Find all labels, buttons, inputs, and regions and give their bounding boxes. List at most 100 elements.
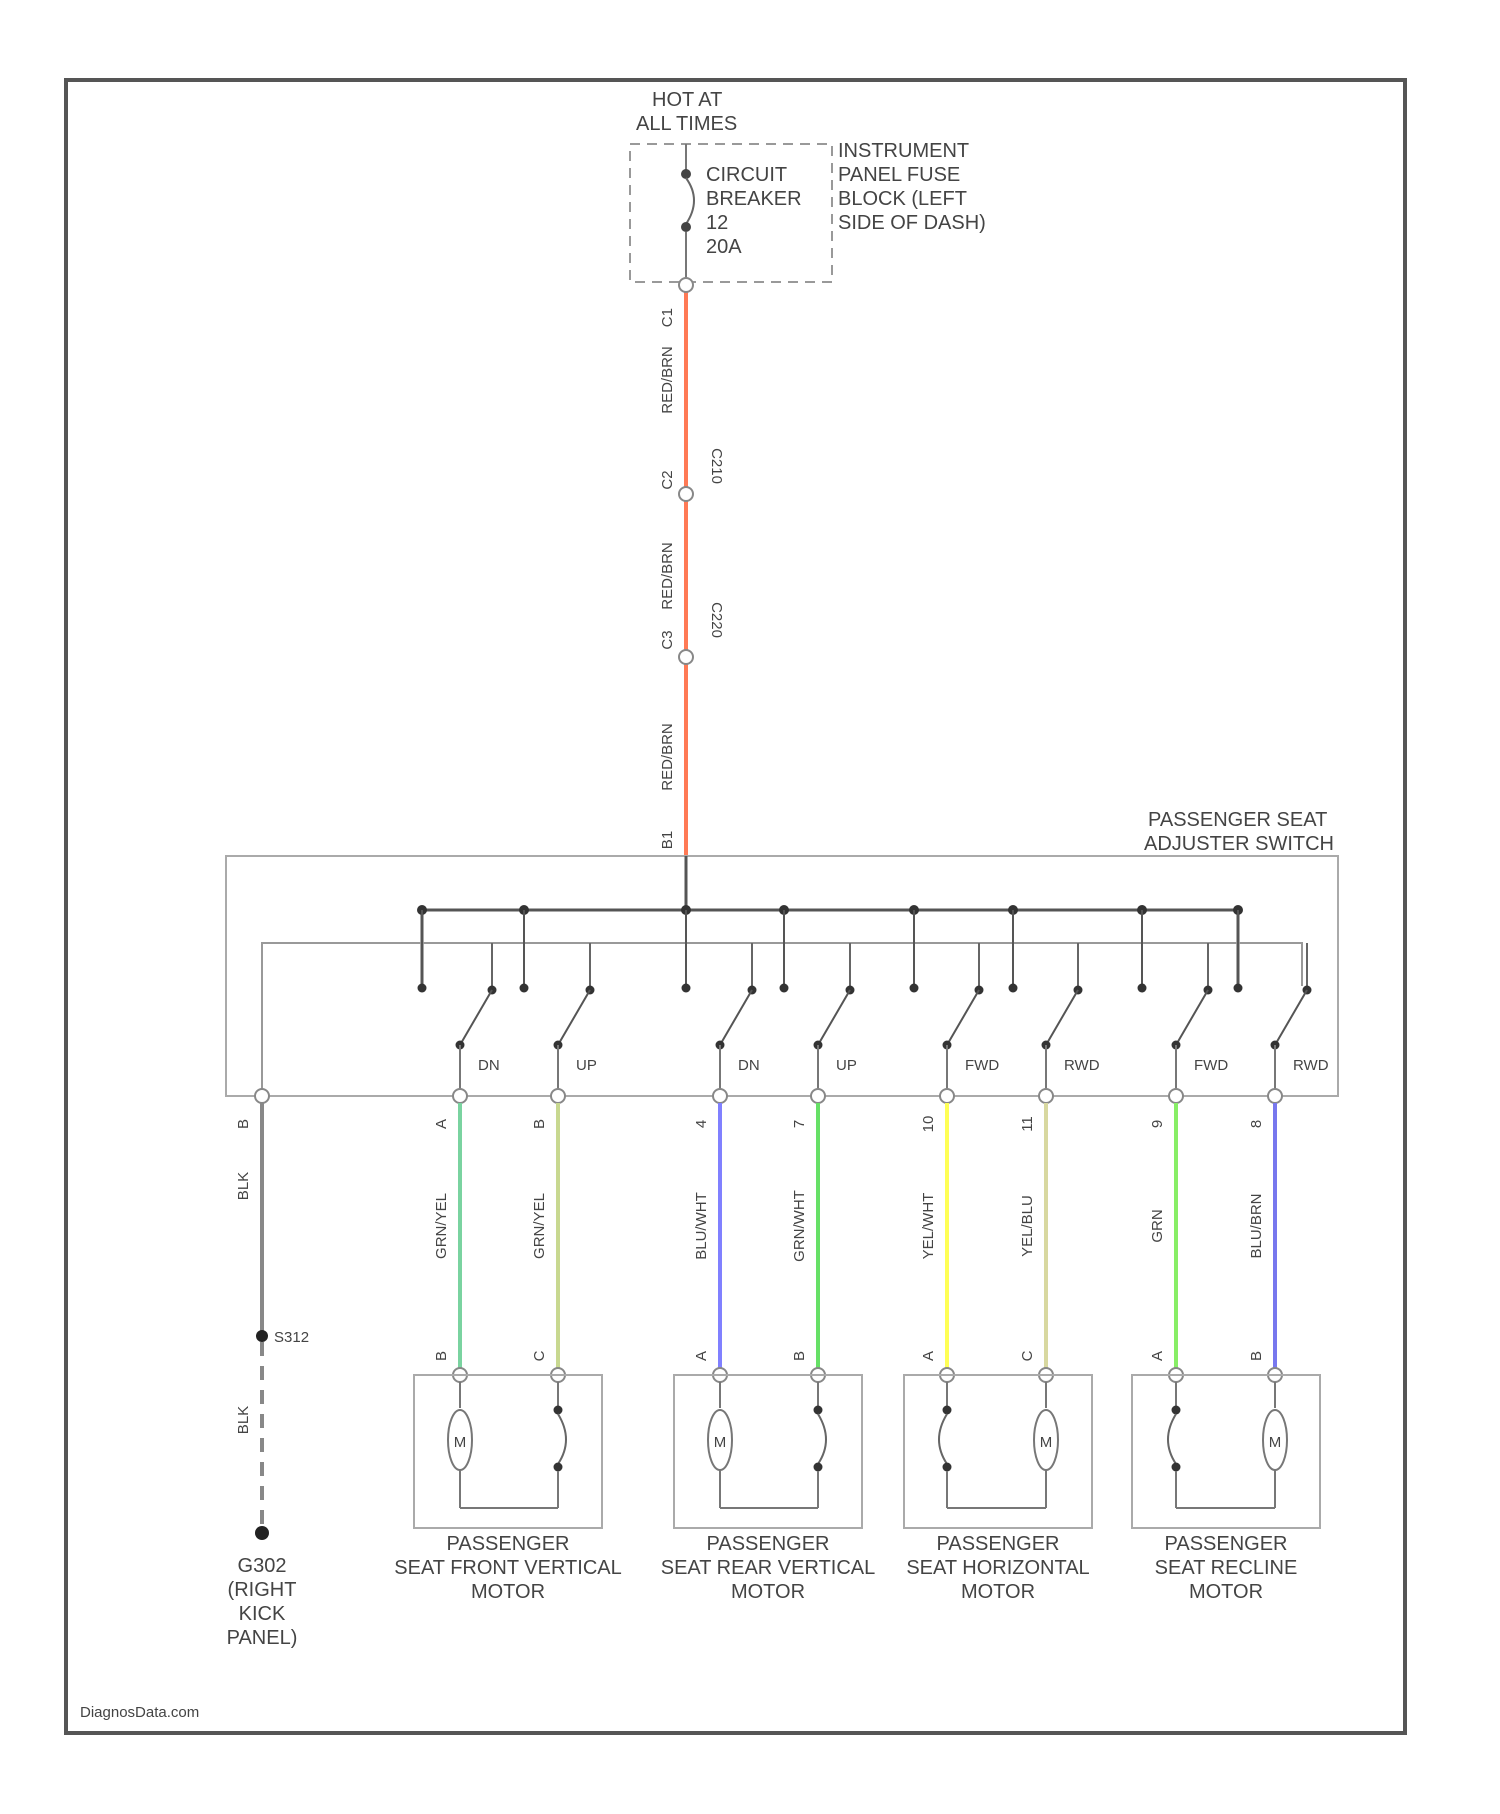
motor-label-1-2: SEAT FRONT VERTICAL — [394, 1557, 621, 1579]
motor-label-2-1: PASSENGER — [707, 1533, 830, 1555]
limit-switch-1 — [558, 1414, 566, 1464]
circuit-breaker-number: 12 — [706, 212, 728, 234]
circuit-breaker-label-2: BREAKER — [706, 188, 802, 210]
ground-label-2: (RIGHT — [228, 1579, 297, 1601]
bus-contact-5 — [909, 905, 919, 993]
switch-contact-4 — [811, 943, 855, 1103]
connector-label-c210: C210 — [708, 448, 725, 484]
ground-circuit: B BLK S312 BLK G302 (RIGHT KICK PANEL) — [227, 1089, 309, 1649]
diagram-border — [66, 80, 1405, 1733]
contact-label-3: DN — [738, 1057, 760, 1074]
bus-contact-6 — [1008, 905, 1018, 993]
ground-g302-symbol — [255, 1526, 269, 1540]
motor-m-label-3: M — [1040, 1434, 1053, 1451]
wire-color-code-5: YEL/WHT — [920, 1193, 937, 1260]
switch-contacts — [417, 905, 1312, 1103]
motor-pin-6: C — [1019, 1350, 1036, 1361]
power-source: HOT AT ALL TIMES CIRCUIT BREAKER 12 20A … — [630, 89, 986, 282]
motor-pin-5: A — [920, 1351, 937, 1361]
pin-label-c1: C1 — [659, 308, 676, 327]
motor-housing-3 — [904, 1375, 1092, 1528]
connector-c220-terminal — [679, 650, 693, 664]
ground-wire-label-1: BLK — [235, 1172, 252, 1200]
ground-label-3: KICK — [239, 1603, 286, 1625]
motor-label-3-2: SEAT HORIZONTAL — [906, 1557, 1089, 1579]
switch-contact-3 — [713, 943, 757, 1103]
switch-contact-1 — [453, 943, 497, 1103]
wire-color-code-6: YEL/BLU — [1019, 1195, 1036, 1257]
motor-label-2-2: SEAT REAR VERTICAL — [661, 1557, 876, 1579]
contact-label-1: DN — [478, 1057, 500, 1074]
contact-label-2: UP — [576, 1057, 597, 1074]
contact-label-4: UP — [836, 1057, 857, 1074]
switch-housing — [226, 856, 1338, 1096]
motor-label-1-3: MOTOR — [471, 1581, 545, 1603]
bus-contact-4 — [779, 905, 789, 993]
switch-contact-2 — [551, 943, 595, 1103]
wire-color-code-8: BLU/BRN — [1248, 1193, 1265, 1258]
fuse-block-label-3: BLOCK (LEFT — [838, 188, 967, 210]
ground-label-1: G302 — [238, 1555, 287, 1577]
contact-label-8: RWD — [1293, 1057, 1329, 1074]
contact-label-5: FWD — [965, 1057, 999, 1074]
wire-pin-4: 7 — [791, 1120, 808, 1128]
contact-label-6: RWD — [1064, 1057, 1100, 1074]
hot-at-label: HOT AT — [652, 89, 722, 111]
watermark: DiagnosData.com — [80, 1704, 199, 1721]
motor-label-4-1: PASSENGER — [1165, 1533, 1288, 1555]
wire-pin-5: 10 — [920, 1116, 937, 1133]
wire-code-3: RED/BRN — [659, 723, 676, 791]
motor-pin-4: B — [791, 1351, 808, 1361]
bus-contact-2 — [519, 905, 529, 993]
motor-pin-7: A — [1149, 1351, 1166, 1361]
wire-color-code-3: BLU/WHT — [693, 1192, 710, 1260]
output-wires: AGRN/YELBBGRN/YELC4BLU/WHTA7GRN/WHTB10YE… — [433, 1103, 1282, 1382]
motor-label-2-3: MOTOR — [731, 1581, 805, 1603]
ground-pin-label: B — [235, 1119, 252, 1129]
bus-contact-8 — [1233, 905, 1243, 993]
switch-title-1: PASSENGER SEAT — [1148, 809, 1327, 831]
circuit-breaker-rating: 20A — [706, 236, 742, 258]
motor-label-4-3: MOTOR — [1189, 1581, 1263, 1603]
motor-label-1-1: PASSENGER — [447, 1533, 570, 1555]
motor-m-label-2: M — [714, 1434, 727, 1451]
fuse-block-label-4: SIDE OF DASH) — [838, 212, 986, 234]
pin-label-c3: C3 — [659, 630, 676, 649]
wire-color-code-2: GRN/YEL — [531, 1193, 548, 1259]
limit-switch-3 — [939, 1414, 947, 1464]
ground-pin-terminal — [255, 1089, 269, 1103]
splice-label: S312 — [274, 1329, 309, 1346]
circuit-breaker-symbol — [686, 178, 694, 224]
connector-label-c220: C220 — [708, 602, 725, 638]
ground-label-4: PANEL) — [227, 1627, 298, 1649]
wire-color-code-1: GRN/YEL — [433, 1193, 450, 1259]
motor-label-3-1: PASSENGER — [937, 1533, 1060, 1555]
fuse-block-label-1: INSTRUMENT — [838, 140, 969, 162]
bus-contact-3 — [681, 905, 691, 993]
wire-pin-1: A — [433, 1119, 450, 1129]
motor-pin-3: A — [693, 1351, 710, 1361]
fuse-block-label-2: PANEL FUSE — [838, 164, 960, 186]
bus-contact-1 — [417, 905, 427, 993]
wire-color-code-7: GRN — [1149, 1209, 1166, 1242]
wire-color-code-4: GRN/WHT — [791, 1190, 808, 1262]
switch-title-2: ADJUSTER SWITCH — [1144, 833, 1334, 855]
wire-code-1: RED/BRN — [659, 346, 676, 414]
motor-housing-2 — [674, 1375, 862, 1528]
switch-ground-bus — [262, 943, 1302, 1096]
splice-s312 — [256, 1330, 268, 1342]
all-times-label: ALL TIMES — [636, 113, 737, 135]
switch-contact-8 — [1268, 943, 1312, 1103]
motor-housing-1 — [414, 1375, 602, 1528]
